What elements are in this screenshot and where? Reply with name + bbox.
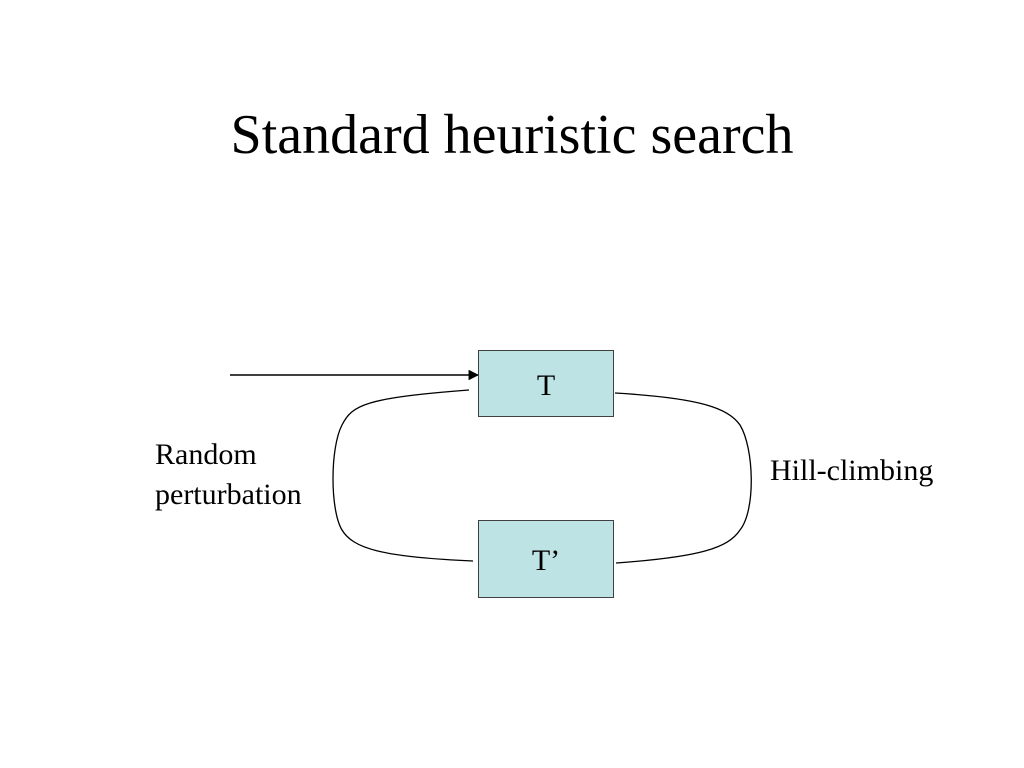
random-perturbation-curve bbox=[332, 389, 474, 562]
hill-climbing-label: Hill-climbing bbox=[770, 454, 934, 487]
hill-climbing-curve bbox=[614, 392, 752, 564]
node-t: T bbox=[478, 350, 614, 417]
random-perturbation-line1: Random bbox=[155, 438, 257, 471]
slide-title: Standard heuristic search bbox=[230, 104, 794, 166]
random-perturbation-line2: perturbation bbox=[155, 478, 302, 511]
node-t-prime: T’ bbox=[478, 520, 614, 598]
random-perturbation-label: Random perturbation bbox=[155, 435, 302, 515]
